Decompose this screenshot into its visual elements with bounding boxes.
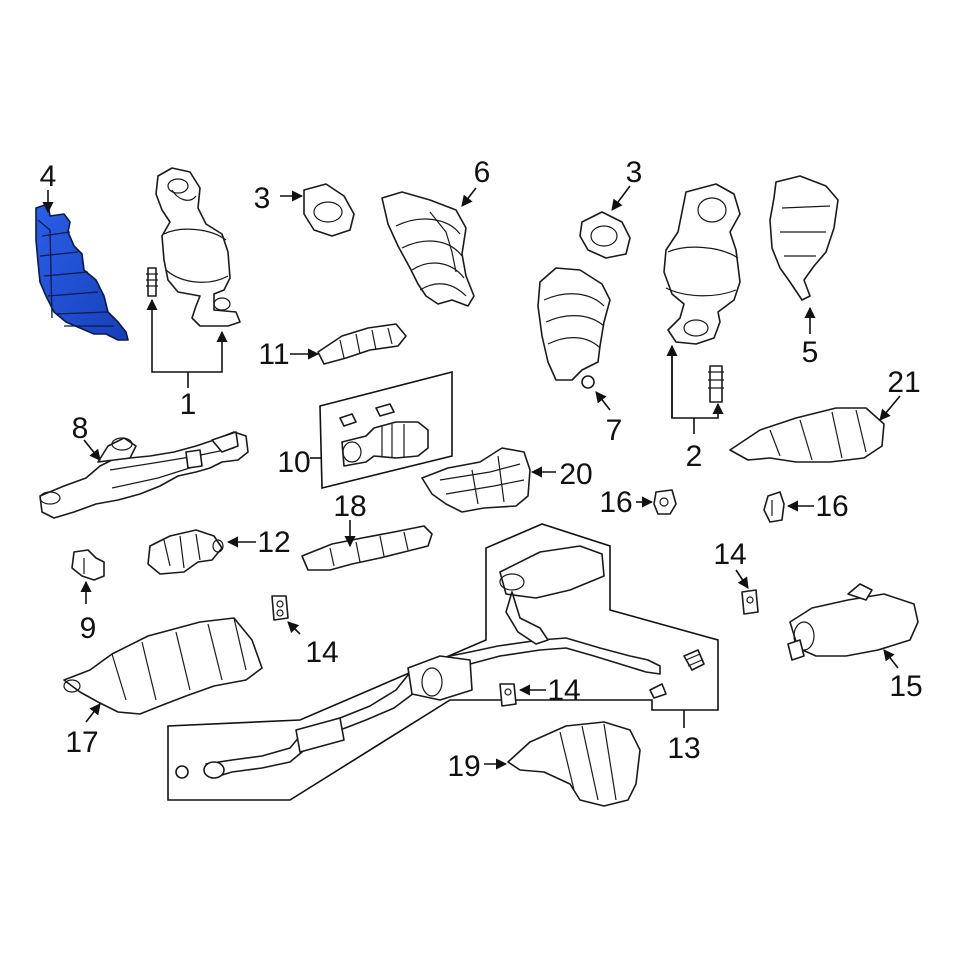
callout-17: 17 bbox=[65, 726, 98, 759]
callout-6: 6 bbox=[474, 156, 491, 189]
gasket-part-3-right[interactable] bbox=[579, 211, 631, 259]
callout-14-left: 14 bbox=[305, 636, 338, 669]
flex-pipe-part-10[interactable] bbox=[339, 403, 429, 467]
rubber-mount-part-14-left[interactable] bbox=[271, 595, 289, 621]
rubber-mount-part-14-right[interactable] bbox=[741, 589, 759, 615]
callout-4: 4 bbox=[40, 160, 57, 193]
part-13-box bbox=[167, 523, 719, 801]
callout-1: 1 bbox=[180, 388, 197, 421]
callout-8: 8 bbox=[72, 412, 89, 445]
heat-shield-part-18[interactable] bbox=[301, 525, 433, 571]
catalytic-converter-part-2[interactable] bbox=[663, 183, 741, 403]
callout-3-left: 3 bbox=[254, 182, 271, 215]
heat-shield-part-4[interactable] bbox=[35, 203, 129, 341]
callout-16-middle: 16 bbox=[599, 486, 632, 519]
callout-16-right: 16 bbox=[815, 490, 848, 523]
catalytic-converter-part-1[interactable] bbox=[146, 167, 241, 327]
rear-muffler-part-15[interactable] bbox=[787, 583, 919, 661]
callout-9: 9 bbox=[80, 612, 97, 645]
callout-10: 10 bbox=[277, 446, 310, 479]
callout-12: 12 bbox=[257, 526, 290, 559]
callout-20: 20 bbox=[559, 458, 592, 491]
callout-3-right: 3 bbox=[626, 156, 643, 189]
floor-heat-shield-part-17[interactable] bbox=[63, 617, 263, 715]
callout-5: 5 bbox=[802, 336, 819, 369]
callout-11: 11 bbox=[258, 338, 289, 371]
heat-shield-part-7[interactable] bbox=[537, 267, 611, 389]
callout-21: 21 bbox=[887, 366, 920, 399]
callout-13: 13 bbox=[667, 732, 700, 765]
hanger-part-9[interactable] bbox=[71, 549, 105, 581]
heat-shield-part-19[interactable] bbox=[507, 721, 641, 807]
heat-shield-part-11[interactable] bbox=[317, 323, 407, 365]
callout-14-middle: 14 bbox=[547, 674, 580, 707]
heat-shield-part-12[interactable] bbox=[147, 529, 224, 575]
callout-18: 18 bbox=[333, 490, 366, 523]
front-pipe-part-8[interactable] bbox=[39, 431, 249, 519]
heat-shield-part-5[interactable] bbox=[769, 175, 839, 301]
callout-7: 7 bbox=[606, 414, 623, 447]
callout-19: 19 bbox=[447, 750, 480, 783]
part-10-box bbox=[319, 370, 453, 490]
callout-15: 15 bbox=[889, 670, 922, 703]
heat-shield-part-20[interactable] bbox=[421, 447, 531, 513]
clip-part-16-middle[interactable] bbox=[653, 489, 677, 515]
heat-shield-part-21[interactable] bbox=[729, 407, 885, 463]
clip-part-16-right[interactable] bbox=[763, 491, 785, 523]
callout-2: 2 bbox=[686, 440, 703, 473]
exhaust-pipe-part-13[interactable] bbox=[175, 545, 705, 779]
gasket-part-3-left[interactable] bbox=[303, 183, 355, 237]
callout-14-right: 14 bbox=[713, 538, 746, 571]
upper-heat-shield-part-6[interactable] bbox=[381, 191, 475, 307]
rubber-mount-part-14-middle[interactable] bbox=[499, 683, 517, 707]
